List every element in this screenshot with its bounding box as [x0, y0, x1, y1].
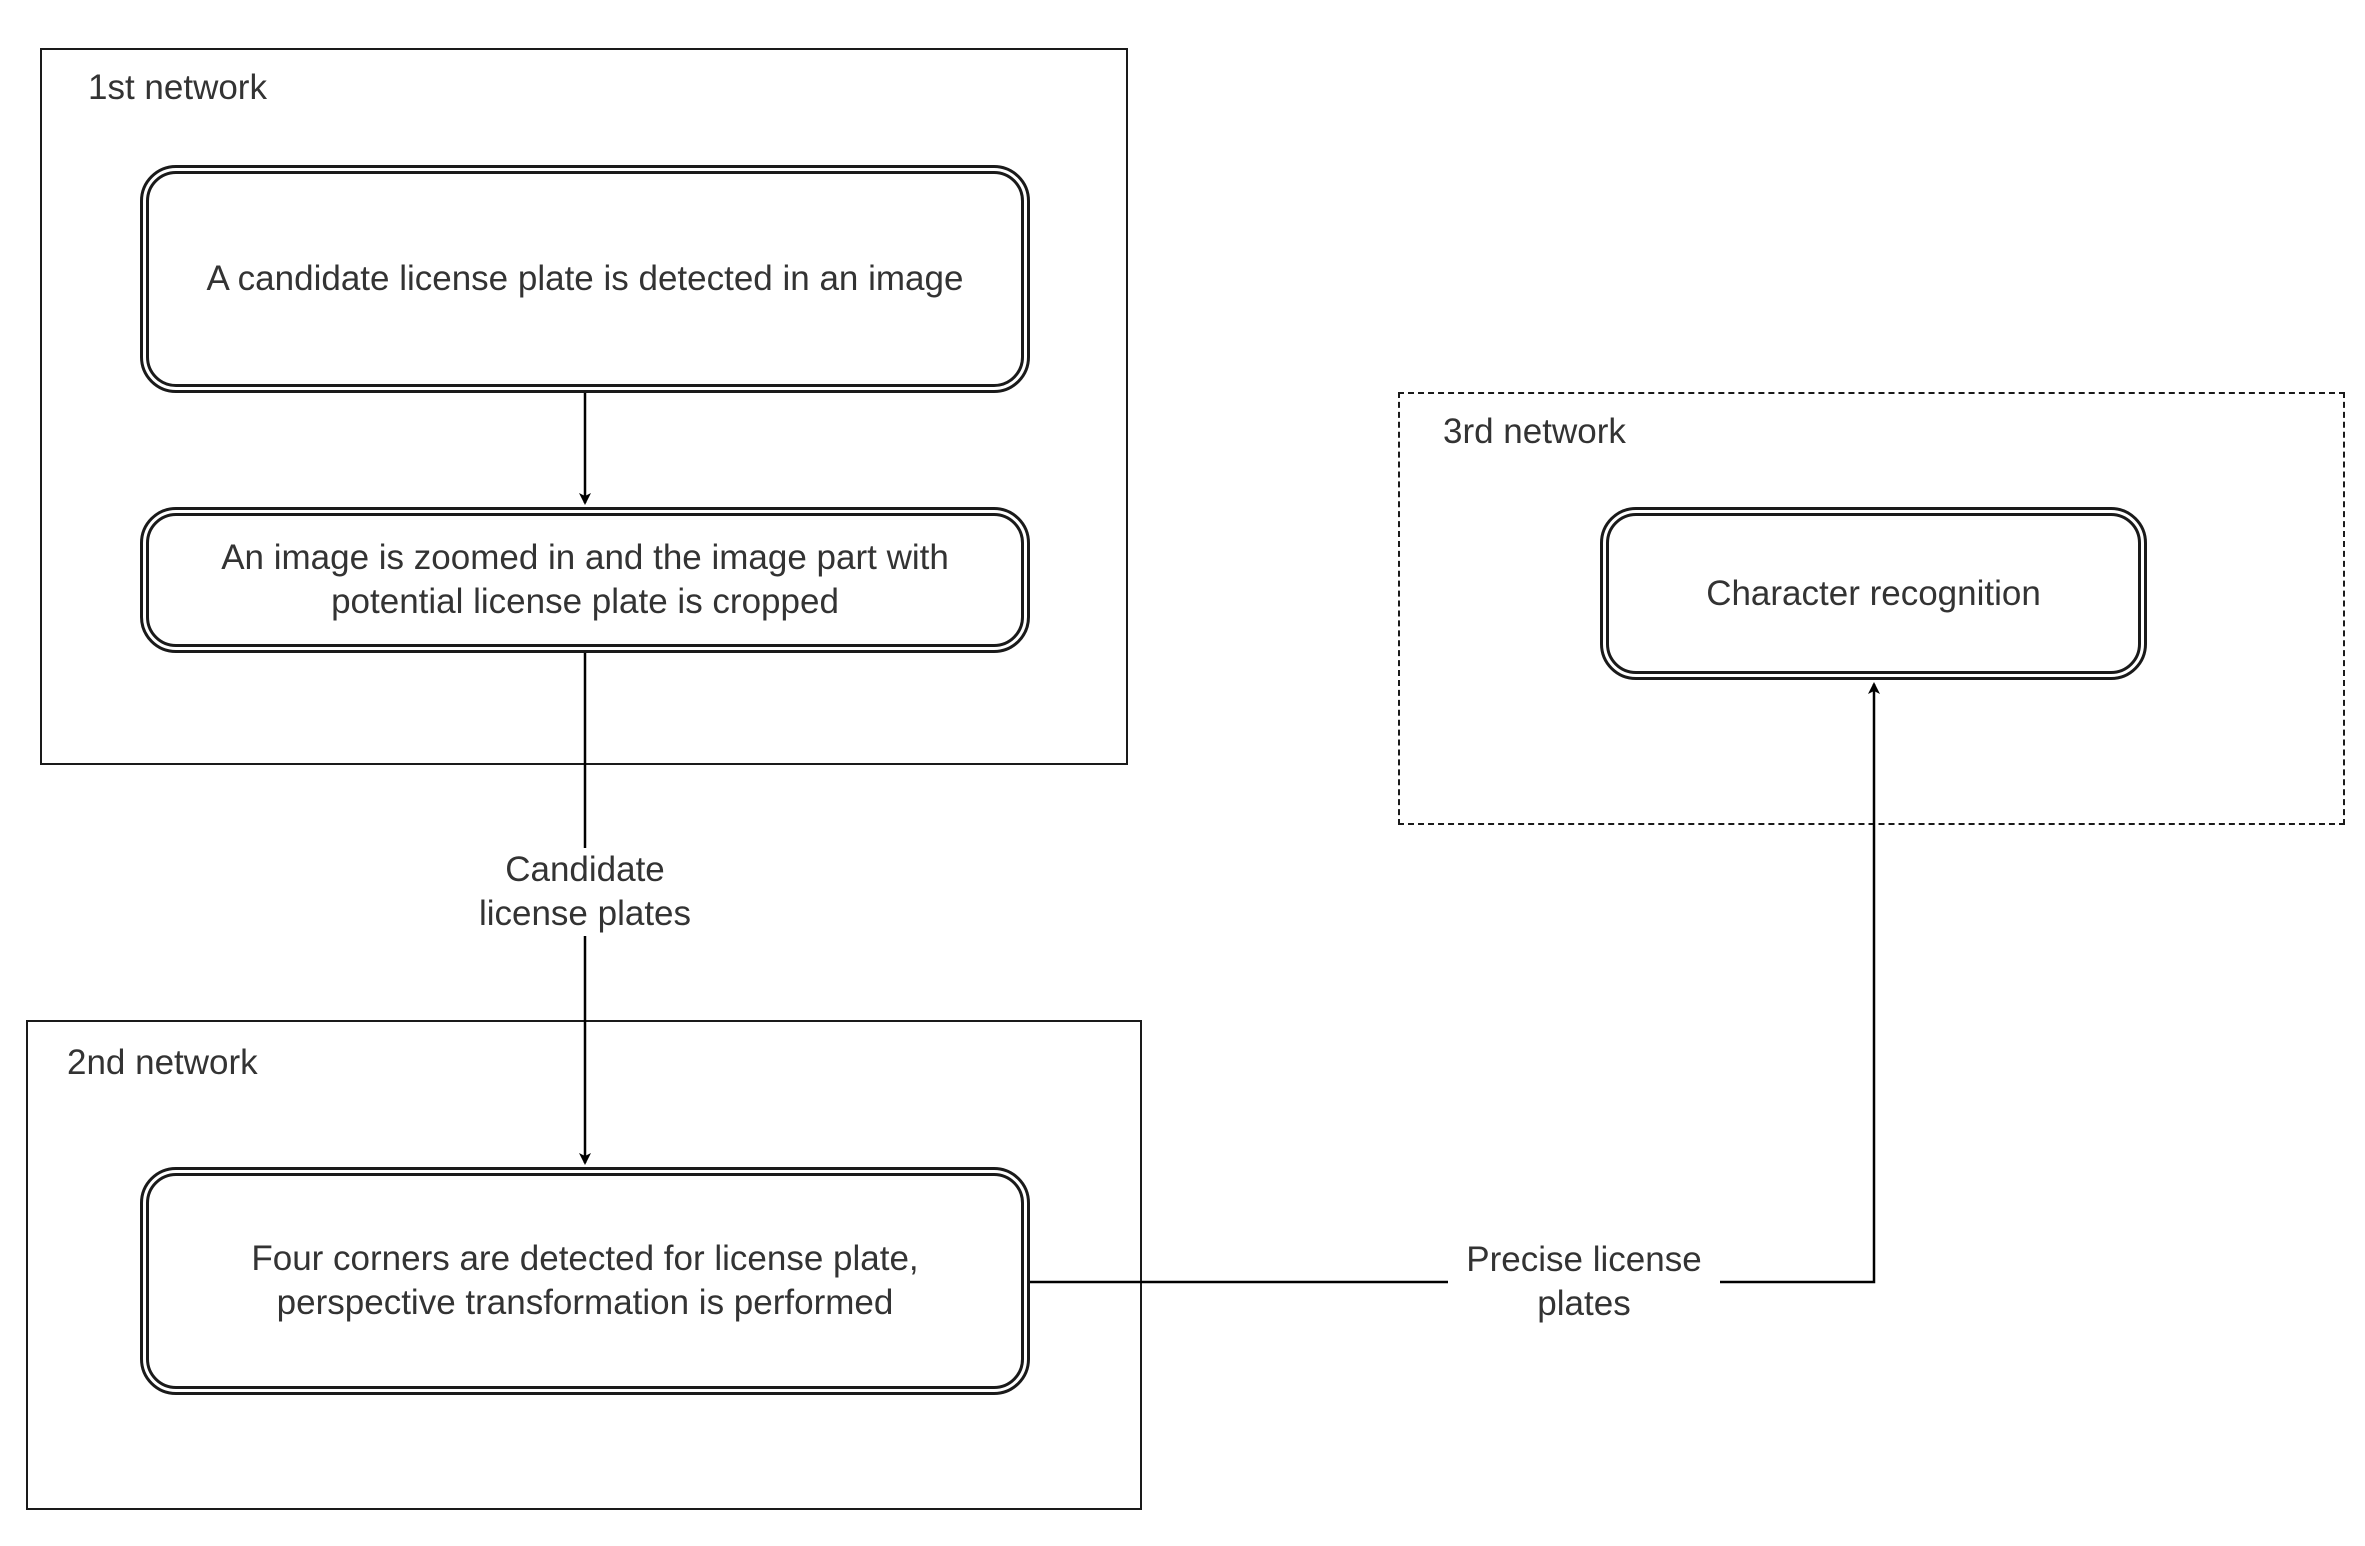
- group-title-1st-network: 1st network: [88, 68, 267, 107]
- group-3rd-network: [1398, 392, 2345, 825]
- node-four-corners-detection: Four corners are detected for license pl…: [140, 1167, 1030, 1395]
- edge-label-precise-plates: Precise license plates: [1448, 1238, 1720, 1326]
- arrow-corners-to-recognition: [1028, 682, 1880, 1284]
- node-zoom-and-crop: An image is zoomed in and the image part…: [140, 507, 1030, 653]
- group-title-3rd-network: 3rd network: [1443, 412, 1626, 451]
- group-title-2nd-network: 2nd network: [67, 1043, 258, 1082]
- node-character-recognition: Character recognition: [1600, 507, 2147, 680]
- node-detect-candidate-plate: A candidate license plate is detected in…: [140, 165, 1030, 393]
- edge-label-candidate-plates: Candidate license plates: [470, 848, 700, 936]
